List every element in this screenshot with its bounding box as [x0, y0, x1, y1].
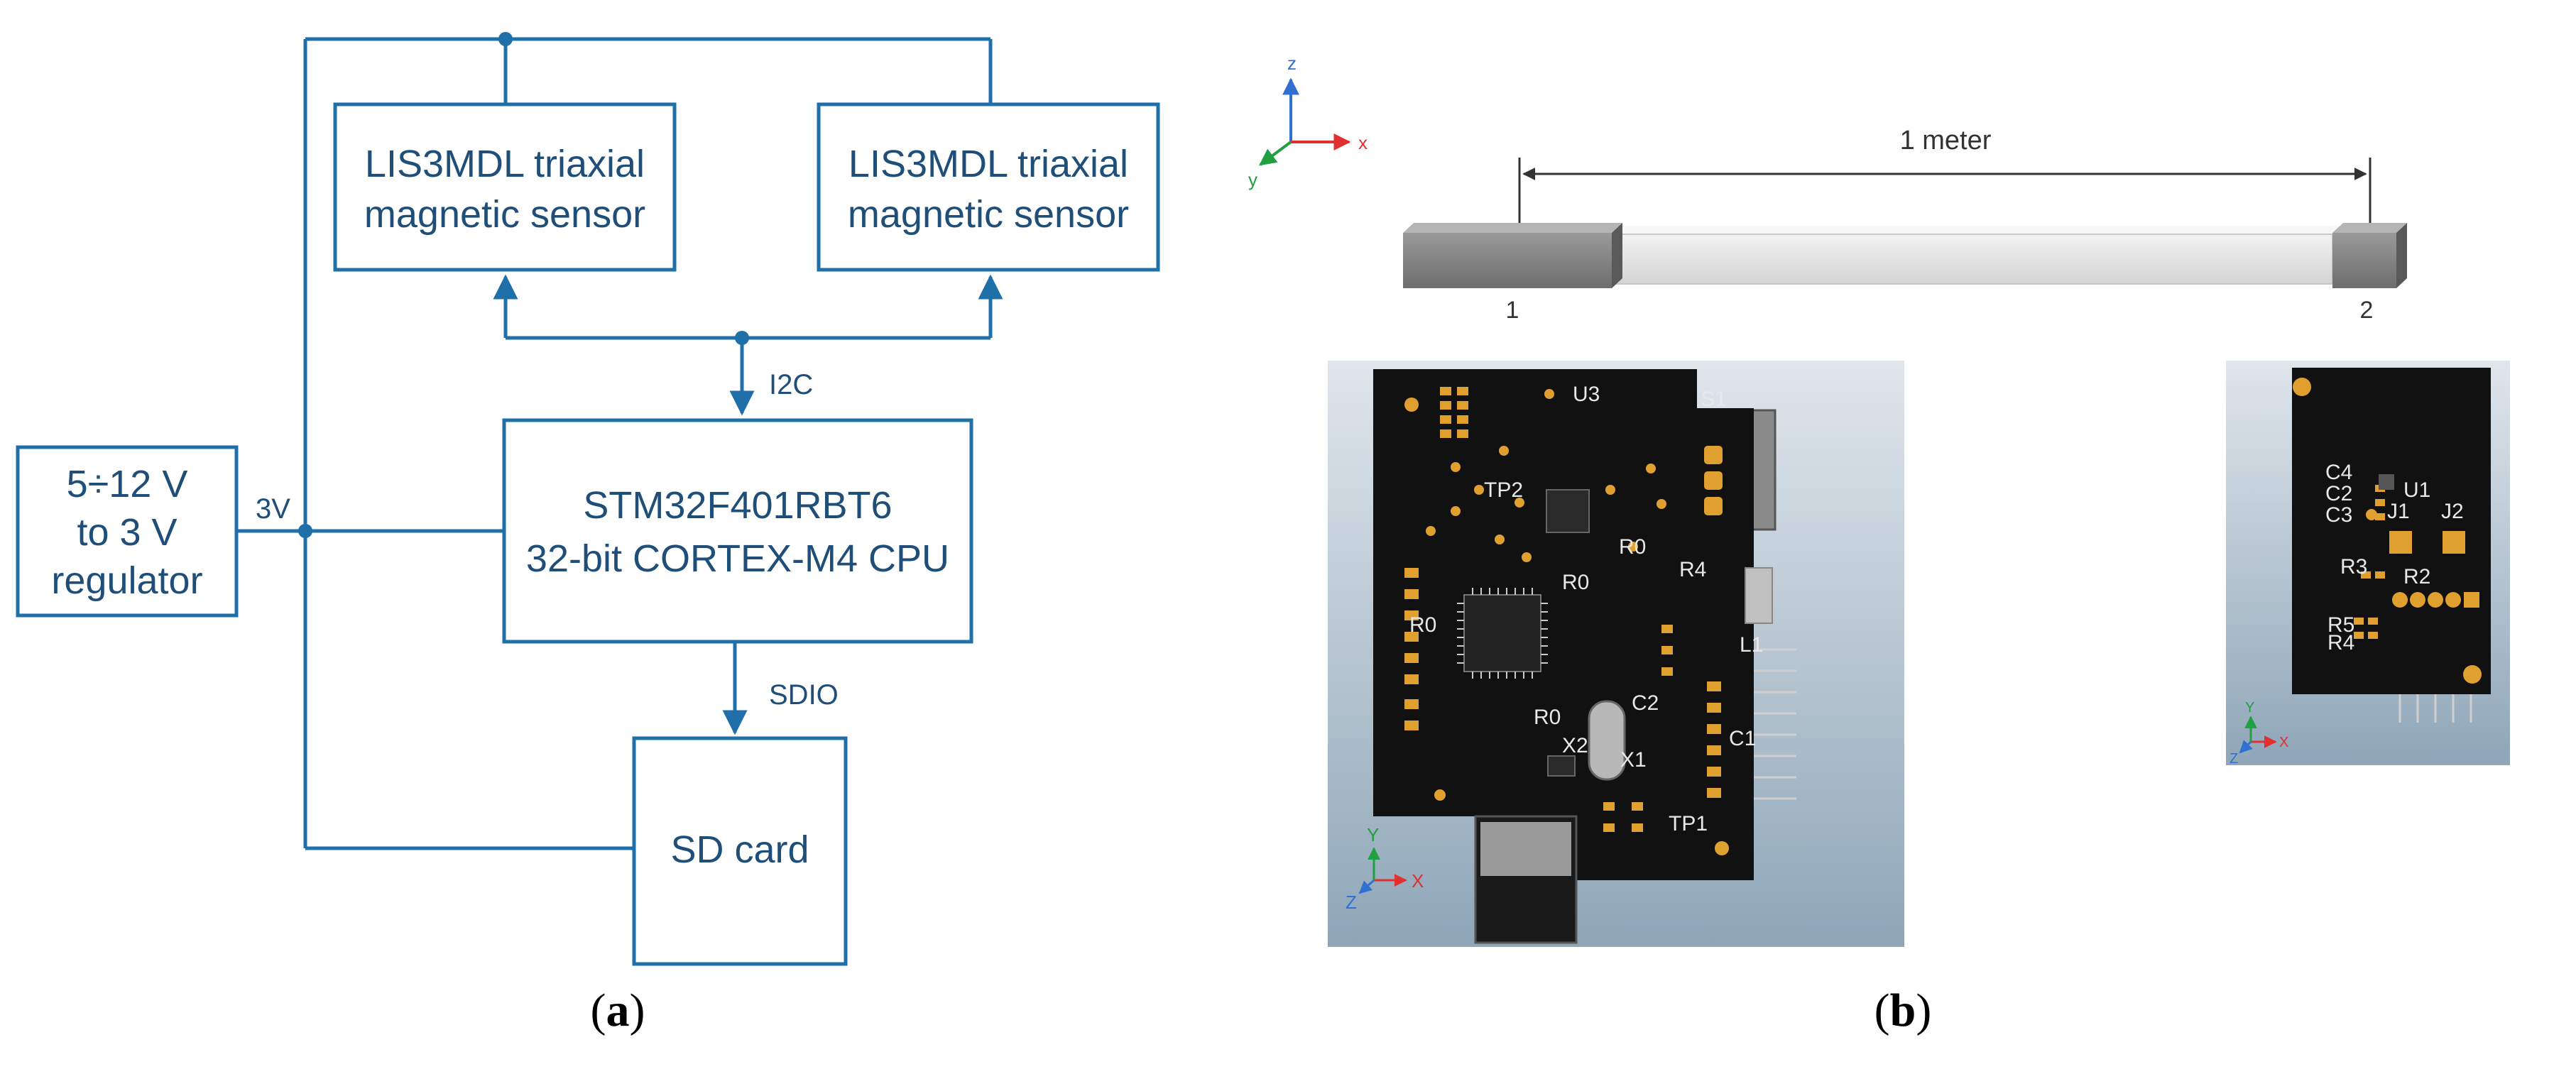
sensor-right-line2: magnetic sensor	[848, 193, 1129, 236]
main-pcb-axis-x: X	[1412, 870, 1424, 892]
pcb-label-r0-d: R0	[1409, 613, 1436, 637]
pcb-label-c1: C1	[1729, 727, 1756, 750]
sensor-pcb-labels: C4 C2 C3 U1 J1 J2 R3 R2 R5 R4	[2325, 461, 2464, 654]
main-pcb-axis-triad: X Y Z	[1346, 824, 1424, 913]
sensor-block-1	[1403, 223, 1622, 288]
junction-i2c	[735, 331, 749, 345]
bus-i2c-label: I2C	[769, 369, 813, 400]
regulator-line3: regulator	[51, 559, 202, 602]
point-2-label: 2	[2360, 297, 2374, 324]
pcb-label-r0-b: R0	[1562, 571, 1589, 594]
caption-a: (a)	[591, 985, 645, 1036]
junction-3v	[298, 524, 312, 538]
pcb-label-c2: C2	[1632, 691, 1659, 715]
sensor-pcb-axis-y: Y	[2245, 700, 2254, 716]
sensor-right-line1: LIS3MDL triaxial	[848, 143, 1128, 185]
sensor-pcb-label-c3: C3	[2325, 503, 2352, 527]
pcb-label-r0-c: R0	[1534, 706, 1561, 729]
sensor-left-line2: magnetic sensor	[364, 193, 645, 236]
main-pcb-labels: U3 S1 TP2 R0 R0 R4 R0 X2 X1 C2 C1 L1 TP1…	[1409, 383, 1763, 835]
wires	[236, 37, 1003, 850]
supply-3v-label: 3V	[256, 493, 290, 525]
sensor-pcb-pads	[2293, 378, 2482, 684]
pcb-label-x2: X2	[1562, 734, 1588, 757]
point-1-label: 1	[1506, 297, 1519, 324]
main-pcb-render: U3 S1 TP2 R0 R0 R4 R0 X2 X1 C2 C1 L1 TP1…	[1328, 361, 1904, 947]
pcb-label-tp1: TP1	[1669, 812, 1708, 835]
block-diagram: LIS3MDL triaxial magnetic sensor LIS3MDL…	[16, 32, 1160, 1036]
sdcard-label: SD card	[670, 828, 809, 871]
sensor-pcb-render: C4 C2 C3 U1 J1 J2 R3 R2 R5 R4 X Y	[2226, 361, 2510, 767]
sensor-left-line1: LIS3MDL triaxial	[365, 143, 645, 185]
sdcard-block: SD card	[632, 736, 848, 966]
sensor-right-block: LIS3MDL triaxial magnetic sensor	[817, 102, 1160, 272]
axis-triad: z x y	[1248, 53, 1368, 190]
junction-top	[498, 32, 513, 46]
sensor-pcb-label-r2: R2	[2403, 565, 2430, 588]
sensor-pcb-label-c2: C2	[2325, 482, 2352, 505]
sensor-block-2	[2332, 223, 2407, 288]
sensor-pcb-axis-triad: X Y Z	[2230, 700, 2288, 767]
pcb-label-r0-a: R0	[1619, 535, 1646, 559]
junction-dots	[298, 32, 749, 538]
sensor-pcb-label-r4: R4	[2327, 631, 2354, 654]
pcb-label-u3: U3	[1573, 383, 1600, 406]
bus-sdio-label: SDIO	[769, 679, 839, 711]
sensor-pcb-pins	[2398, 694, 2472, 723]
regulator-line2: to 3 V	[77, 511, 177, 554]
pcb-label-x1: X1	[1620, 748, 1647, 772]
pcb-label-tp2: TP2	[1484, 478, 1523, 502]
sensor-pcb-label-c4: C4	[2325, 461, 2352, 484]
axis-z-label: z	[1287, 53, 1297, 74]
pcb-label-s1: S1	[1701, 388, 1727, 411]
sensor-pcb-label-r5: R5	[2327, 613, 2354, 637]
sensor-left-block: LIS3MDL triaxial magnetic sensor	[333, 102, 677, 272]
sensor-pcb-axis-z: Z	[2230, 751, 2238, 767]
cpu-block: STM32F401RBT6 32-bit CORTEX-M4 CPU	[502, 418, 973, 644]
regulator-block: 5÷12 V to 3 V regulator	[16, 445, 239, 618]
pcb-label-r4: R4	[1679, 558, 1706, 581]
sensor-pcb-label-u1: U1	[2403, 478, 2430, 502]
sensor-pcb-axis-x: X	[2279, 735, 2288, 750]
cpu-line2: 32-bit CORTEX-M4 CPU	[526, 537, 949, 580]
caption-b: (b)	[1874, 985, 1932, 1036]
axis-y-label: y	[1248, 169, 1257, 190]
main-pcb-pads	[1404, 387, 1729, 855]
cpu-line1: STM32F401RBT6	[583, 484, 892, 527]
sensor-pcb-label-j1: J1	[2387, 500, 2410, 523]
sensor-pcb-label-j2: J2	[2441, 500, 2464, 523]
setup-illustration: z x y 1 meter 1	[1248, 53, 2510, 1036]
edge-pins	[1754, 648, 1796, 800]
pcb-label-l1: L1	[1740, 633, 1763, 657]
main-pcb-axis-y: Y	[1367, 824, 1379, 845]
axis-x-label: x	[1358, 132, 1368, 153]
sensor-pcb-label-r3: R3	[2340, 555, 2367, 579]
distance-label: 1 meter	[1900, 126, 1992, 155]
main-pcb-axis-z: Z	[1346, 892, 1357, 913]
regulator-line1: 5÷12 V	[67, 463, 188, 505]
distance-dimension	[1518, 158, 2372, 226]
rod-assembly	[1403, 223, 2407, 288]
